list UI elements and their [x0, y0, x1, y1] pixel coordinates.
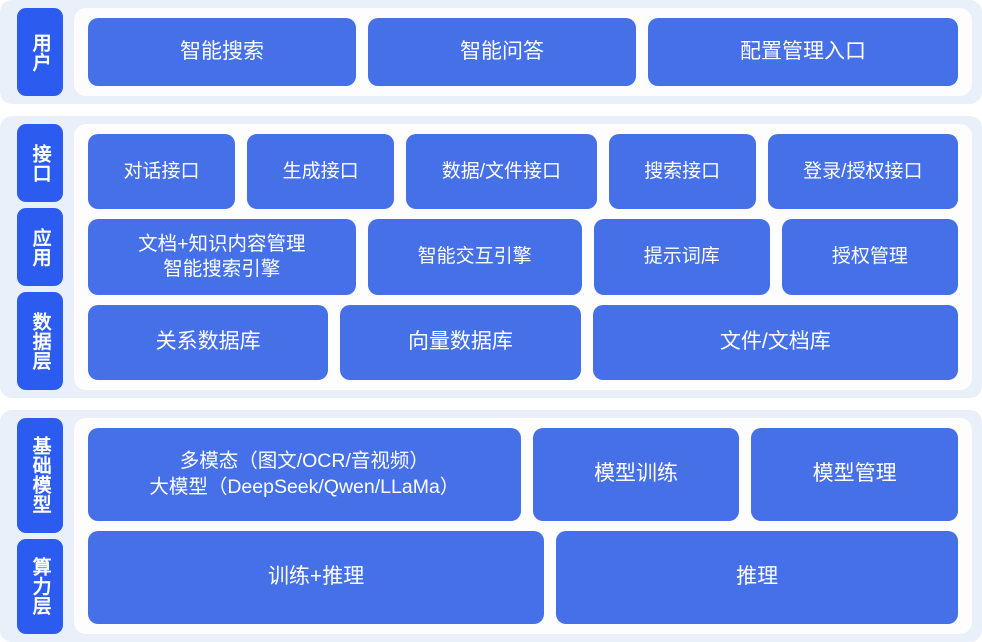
rail-user: 用户	[17, 0, 63, 104]
rail-label-data-layer[interactable]: 数据层	[17, 292, 63, 391]
section-platform: 接口 应用 数据层 对话接口 生成接口 数据/文件接口 搜索接口 登录/授权接口…	[0, 116, 982, 398]
box-login-auth-interface[interactable]: 登录/授权接口	[767, 134, 958, 210]
card-platform: 对话接口 生成接口 数据/文件接口 搜索接口 登录/授权接口 文档+知识内容管理…	[74, 124, 972, 390]
section-user: 用户 智能搜索 智能问答 配置管理入口	[0, 0, 982, 104]
row-application: 文档+知识内容管理 智能搜索引擎 智能交互引擎 提示词库 授权管理	[88, 219, 958, 295]
box-data-file-interface[interactable]: 数据/文件接口	[406, 134, 597, 210]
box-file-document-store[interactable]: 文件/文档库	[592, 304, 959, 380]
box-authorization-management[interactable]: 授权管理	[781, 219, 958, 295]
rail-label-application[interactable]: 应用	[17, 208, 63, 287]
box-prompt-library[interactable]: 提示词库	[593, 219, 770, 295]
box-config-management-entry[interactable]: 配置管理入口	[648, 18, 958, 86]
box-inference[interactable]: 推理	[556, 531, 959, 624]
rail-infrastructure: 基础模型 算力层	[17, 410, 63, 642]
row-user: 智能搜索 智能问答 配置管理入口	[88, 18, 958, 86]
rail-label-interface[interactable]: 接口	[17, 124, 63, 203]
box-generation-interface[interactable]: 生成接口	[247, 134, 395, 210]
box-model-management[interactable]: 模型管理	[751, 428, 958, 521]
rail-label-user[interactable]: 用户	[17, 8, 63, 96]
card-infrastructure: 多模态（图文/OCR/音视频） 大模型（DeepSeek/Qwen/LLaMa）…	[74, 418, 972, 634]
box-dialog-interface[interactable]: 对话接口	[88, 134, 236, 210]
box-search-interface[interactable]: 搜索接口	[608, 134, 756, 210]
box-relational-database[interactable]: 关系数据库	[88, 304, 329, 380]
box-model-training[interactable]: 模型训练	[532, 428, 740, 521]
rail-label-foundation-model[interactable]: 基础模型	[17, 418, 63, 533]
box-training-plus-inference[interactable]: 训练+推理	[88, 531, 545, 624]
card-user: 智能搜索 智能问答 配置管理入口	[74, 8, 972, 96]
box-vector-database[interactable]: 向量数据库	[340, 304, 581, 380]
rail-label-compute-layer[interactable]: 算力层	[17, 538, 63, 634]
row-compute: 训练+推理 推理	[88, 531, 959, 624]
box-smart-interaction-engine[interactable]: 智能交互引擎	[367, 219, 582, 295]
row-model: 多模态（图文/OCR/音视频） 大模型（DeepSeek/Qwen/LLaMa）…	[88, 428, 958, 521]
box-doc-knowledge-management[interactable]: 文档+知识内容管理 智能搜索引擎	[88, 219, 356, 295]
section-infrastructure: 基础模型 算力层 多模态（图文/OCR/音视频） 大模型（DeepSeek/Qw…	[0, 410, 982, 642]
box-smart-search[interactable]: 智能搜索	[88, 18, 356, 86]
rail-platform: 接口 应用 数据层	[17, 116, 63, 398]
box-multimodal-large-model[interactable]: 多模态（图文/OCR/音视频） 大模型（DeepSeek/Qwen/LLaMa）	[88, 428, 521, 521]
box-smart-qa[interactable]: 智能问答	[368, 18, 636, 86]
row-interface: 对话接口 生成接口 数据/文件接口 搜索接口 登录/授权接口	[88, 134, 958, 210]
row-data: 关系数据库 向量数据库 文件/文档库	[88, 304, 959, 380]
